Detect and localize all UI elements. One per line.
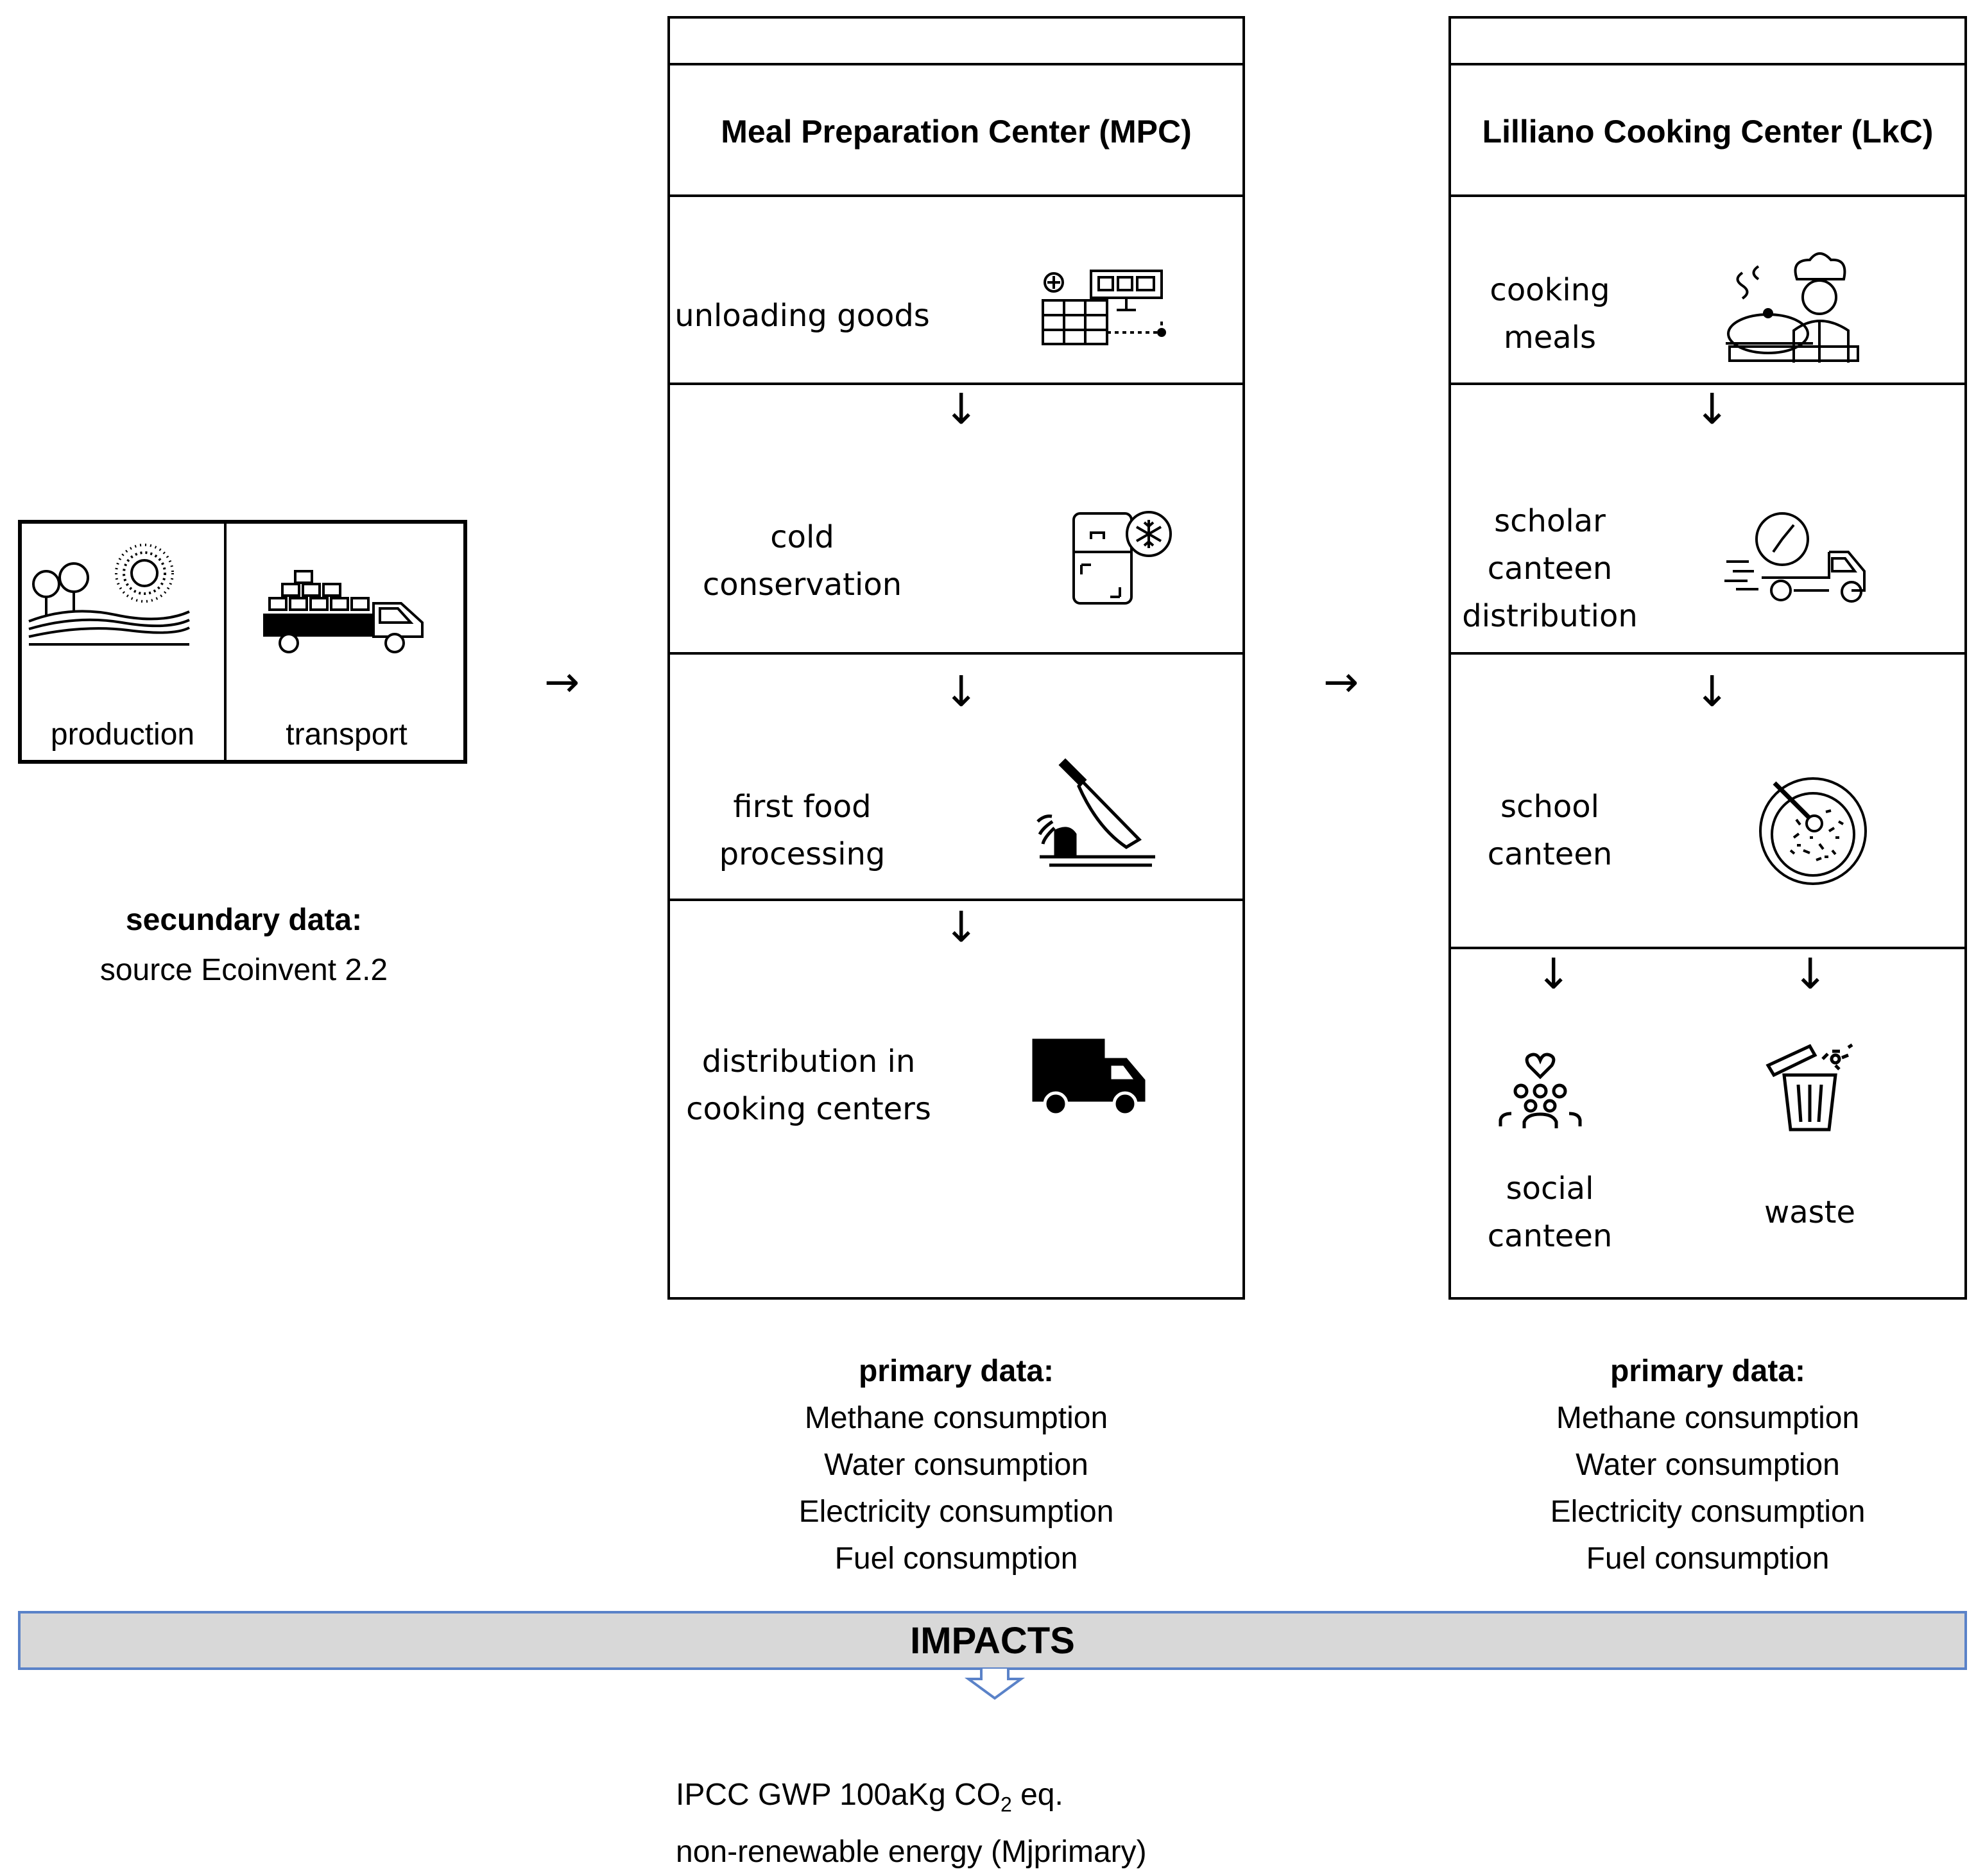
mpc-data-fuel: Fuel consumption: [834, 1542, 1078, 1576]
lkc-step-divider-1: [1448, 383, 1967, 385]
fast-delivery-truck-icon: [1723, 507, 1871, 603]
impact-indicators: IPCC GWP 100aKg CO2 eq. non-renewable en…: [676, 1771, 1446, 1876]
flow-arrow-to-mpc: →: [544, 657, 580, 707]
mpc-step-distribution-cooking-centers: distribution in cooking centers: [686, 1044, 931, 1127]
mpc-step-divider-3: [667, 899, 1245, 901]
loaded-truck-icon: [263, 565, 430, 661]
mpc-title-divider: [667, 194, 1245, 197]
mpc-data-methane: Methane consumption: [804, 1401, 1108, 1435]
secondary-inputs-divider: [224, 522, 227, 762]
impacts-down-arrow-icon: [966, 1669, 1024, 1700]
mpc-data-electricity: Electricity consumption: [798, 1495, 1114, 1529]
mpc-column: [667, 16, 1245, 1300]
lkc-down-arrow-to-waste: ↓: [1792, 949, 1828, 999]
impacts-label: IMPACTS: [910, 1620, 1075, 1662]
secondary-data-heading: secundary data:: [125, 903, 363, 937]
trash-bin-icon: [1758, 1040, 1861, 1133]
lkc-title: Lilliano Cooking Center (LkC): [1482, 114, 1934, 150]
lkc-down-arrow-1: ↓: [1694, 384, 1730, 434]
landscape-sun-icon: [26, 551, 193, 647]
mpc-down-arrow-2: ↓: [943, 667, 979, 716]
mpc-step-first-food-processing: first food processing: [719, 789, 886, 872]
secondary-data-block: secundary data: source Ecoinvent 2.2: [39, 895, 449, 995]
mpc-header-divider: [667, 63, 1245, 65]
lkc-step-divider-2: [1448, 652, 1967, 655]
chef-icon: [1723, 247, 1864, 366]
lkc-data-water: Water consumption: [1576, 1448, 1840, 1482]
mpc-primary-data-heading: primary data:: [858, 1354, 1054, 1388]
lkc-column: [1448, 16, 1967, 1300]
mpc-step-divider-1: [667, 383, 1245, 385]
lkc-header-divider: [1448, 63, 1967, 65]
food-bowl-icon: [1755, 773, 1871, 889]
transport-label: transport: [286, 718, 408, 752]
lkc-output-waste: waste: [1764, 1194, 1856, 1230]
mpc-primary-data-block: primary data: Methane consumption Water …: [667, 1348, 1245, 1582]
lkc-primary-data-heading: primary data:: [1610, 1354, 1806, 1388]
lkc-step-divider-3: [1448, 947, 1967, 949]
lkc-step-school-canteen: school canteen: [1487, 789, 1613, 872]
freezer-icon: [1069, 507, 1184, 610]
lkc-title-divider: [1448, 194, 1967, 197]
lkc-output-social-canteen: social canteen: [1487, 1171, 1613, 1254]
lkc-data-fuel: Fuel consumption: [1586, 1542, 1830, 1576]
lkc-data-methane: Methane consumption: [1556, 1401, 1860, 1435]
mpc-data-water: Water consumption: [824, 1448, 1088, 1482]
mpc-step-unloading-goods: unloading goods: [674, 298, 930, 334]
delivery-van-icon: [1030, 1037, 1149, 1117]
flow-arrow-to-lkc: →: [1323, 657, 1359, 707]
mpc-down-arrow-3: ↓: [943, 902, 979, 952]
impact-energy-line: non-renewable energy (Mjprimary): [676, 1834, 1147, 1869]
lkc-primary-data-block: primary data: Methane consumption Water …: [1448, 1348, 1967, 1582]
production-label: production: [50, 718, 195, 752]
lkc-data-electricity: Electricity consumption: [1550, 1495, 1866, 1529]
mpc-step-cold-conservation: cold conservation: [702, 519, 902, 603]
secondary-data-source: source Ecoinvent 2.2: [99, 953, 388, 987]
mpc-step-divider-2: [667, 652, 1245, 655]
community-people-icon: [1495, 1053, 1585, 1130]
warehouse-terminal-icon: [1040, 268, 1168, 349]
mpc-down-arrow-1: ↓: [943, 384, 979, 434]
lkc-step-cooking-meals: cooking meals: [1490, 272, 1610, 356]
knife-cutting-icon: [1036, 757, 1165, 870]
mpc-title: Meal Preparation Center (MPC): [721, 114, 1192, 150]
impact-gwp-line: IPCC GWP 100aKg CO2 eq.: [676, 1778, 1063, 1816]
lkc-step-scholar-canteen-distribution: scholar canteen distribution: [1462, 503, 1638, 634]
lkc-down-arrow-2: ↓: [1694, 667, 1730, 716]
lkc-down-arrow-to-social: ↓: [1536, 949, 1572, 999]
